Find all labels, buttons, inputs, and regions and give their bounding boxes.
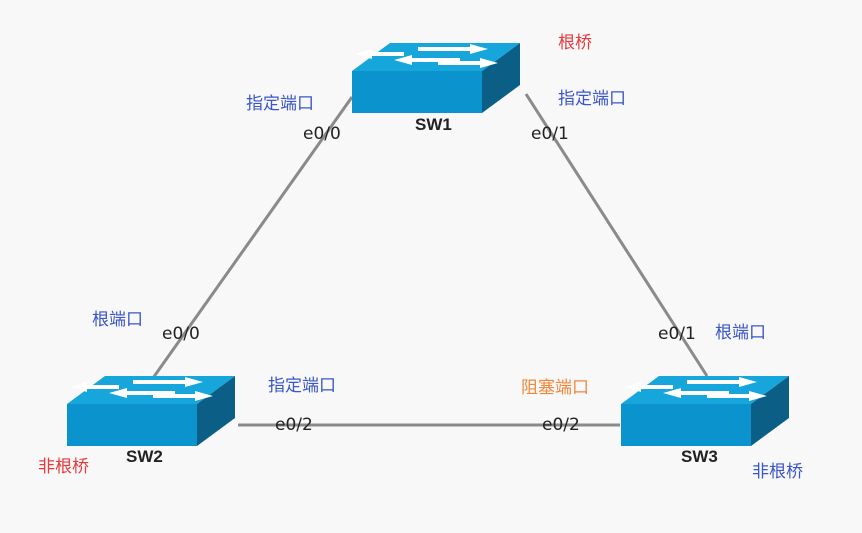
sw1-e0-1-port-role: 指定端口 bbox=[558, 89, 626, 109]
sw2-e0-0-port: e0/0 bbox=[162, 324, 200, 344]
sw1-e0-0-port: e0/0 bbox=[303, 124, 341, 144]
sw2-name: SW2 bbox=[126, 447, 163, 466]
switch-sw2-icon[interactable] bbox=[67, 376, 235, 446]
switch-sw3-icon[interactable] bbox=[621, 376, 789, 446]
sw2-e0-2-port: e0/2 bbox=[275, 415, 313, 435]
sw2-role: 非根桥 bbox=[38, 457, 89, 477]
sw3-e0-2-port: e0/2 bbox=[542, 415, 580, 435]
link-sw1-sw3 bbox=[524, 93, 709, 377]
sw1-e0-1-port: e0/1 bbox=[531, 124, 569, 144]
sw1-name: SW1 bbox=[415, 115, 452, 134]
sw3-e0-1-port-role: 根端口 bbox=[715, 323, 766, 343]
sw1-role: 根桥 bbox=[558, 33, 592, 53]
link-sw1-sw2 bbox=[151, 96, 354, 379]
sw2-e0-0-port-role: 根端口 bbox=[92, 310, 143, 330]
sw3-role: 非根桥 bbox=[752, 462, 803, 482]
sw2-e0-2-port-role: 指定端口 bbox=[268, 376, 336, 396]
sw3-name: SW3 bbox=[681, 447, 718, 466]
sw3-e0-1-port: e0/1 bbox=[658, 324, 696, 344]
switch-sw1-icon[interactable] bbox=[352, 43, 520, 113]
sw3-e0-2-port-role: 阻塞端口 bbox=[521, 378, 589, 398]
sw1-e0-0-port-role: 指定端口 bbox=[246, 94, 314, 114]
